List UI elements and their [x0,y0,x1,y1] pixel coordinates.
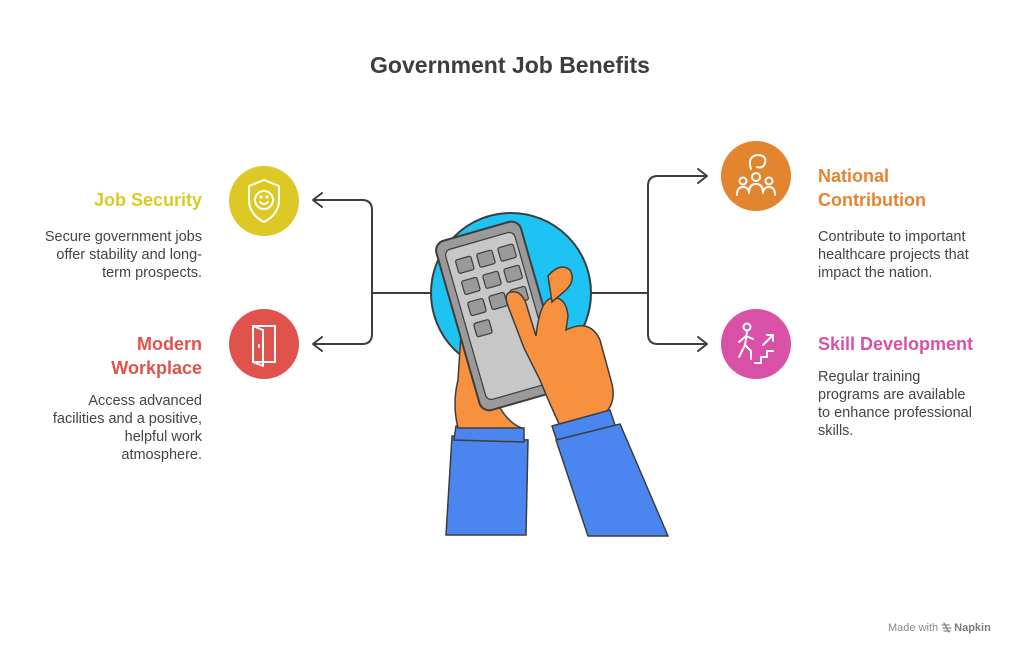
modern-workplace-heading: Modern Workplace [111,334,202,378]
arrowhead-job-security [312,192,323,208]
connector-modern-workplace [313,292,433,345]
connectors [312,168,708,352]
job-security-icon-circle [229,166,299,236]
footer-prefix: Made with [888,622,939,634]
shield-smile-icon [248,179,280,223]
person-stairs-icon [738,322,774,364]
device-key [467,297,487,317]
skill-development-icon-circle [721,309,791,379]
device-key [473,319,493,338]
modern-workplace-description: Access advanced facilities and a positiv… [52,393,202,463]
people-group-icon [736,154,776,196]
device-key [455,255,475,274]
left-sleeve [445,435,529,536]
connector-job-security [313,199,433,294]
door-icon [252,325,276,367]
modern-workplace-icon-circle [229,309,299,379]
device-key [503,264,523,283]
national-contribution-description: Contribute to important healthcare proje… [818,229,969,281]
diagram-title: Government Job Benefits [370,52,650,78]
device-screen [444,231,556,401]
connector-national-contribution [589,175,707,294]
napkin-footer: Made with Napkin [888,622,991,634]
arrowhead-national-contribution [697,168,708,184]
national-contribution-heading: National Contribution [818,166,926,210]
device-key [461,276,481,295]
footer-brand: Napkin [954,622,991,634]
center-illustration [430,212,670,537]
device-key [497,243,517,262]
device-key [482,270,502,289]
job-security-heading: Job Security [93,190,202,210]
arrowhead-skill-development [697,336,708,352]
national-contribution-icon-circle [721,141,791,211]
device-key [476,249,496,268]
right-sleeve [555,423,670,537]
skill-development-description: Regular training programs are available … [818,369,972,439]
connector-skill-development [589,292,707,345]
right-thumb [547,266,573,304]
arrowhead-modern-workplace [312,336,323,352]
skill-development-heading: Skill Development [818,334,974,354]
job-security-description: Secure government jobs offer stability a… [44,229,202,281]
napkin-logo-icon [941,622,952,633]
